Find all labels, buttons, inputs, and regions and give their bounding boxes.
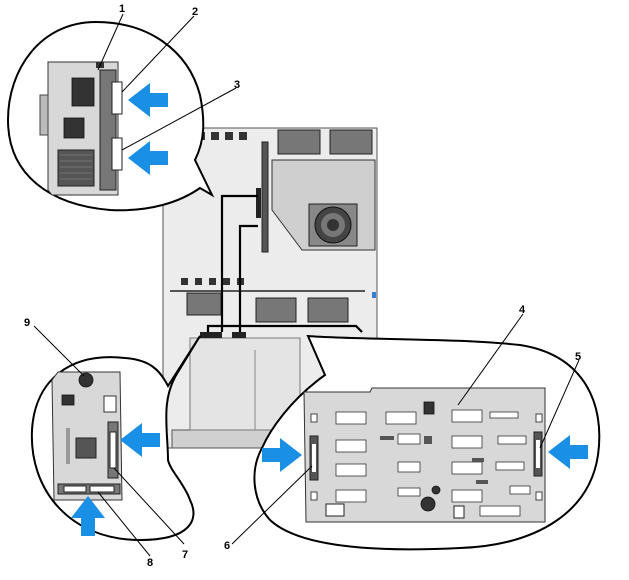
blue-arrow-icon [128, 83, 168, 117]
blue-arrow-icon [128, 141, 168, 175]
sas-daughter-card [51, 371, 123, 501]
drive-slot [489, 411, 519, 419]
drive-slot [451, 409, 483, 423]
sas-connector-b [111, 137, 123, 171]
sas-cables [200, 194, 363, 338]
drive-slot [335, 439, 367, 453]
drive-slot [397, 461, 421, 473]
drive-slot [397, 433, 421, 445]
callout-5: 5 [575, 351, 581, 363]
drive-slot [397, 487, 421, 497]
callout-7: 7 [182, 549, 188, 561]
drive-slot [497, 435, 527, 445]
blue-arrow-icon [548, 435, 588, 469]
sas-connector-bottom-a [63, 485, 87, 493]
backplane-bubble [253, 334, 601, 551]
callout-8: 8 [147, 557, 153, 569]
callout-3: 3 [234, 79, 240, 91]
drive-slot [451, 461, 483, 475]
drive-slot [335, 463, 367, 477]
callout-9: 9 [24, 317, 30, 329]
drive-slot [335, 489, 367, 503]
screw [78, 372, 94, 388]
callout-2: 2 [192, 6, 198, 18]
backplane-board [303, 387, 546, 523]
fan-row-top [197, 129, 373, 155]
heat-sink [271, 159, 376, 251]
sas-connector-bottom-b [89, 485, 115, 493]
drive-slot [495, 461, 525, 471]
drive-slot [385, 411, 417, 425]
callout-labels: 1 2 3 4 5 6 7 8 9 [24, 3, 581, 569]
drive-slot [509, 485, 531, 495]
blue-arrow-icon [71, 496, 105, 536]
fan-row-mid [170, 278, 365, 323]
power-connector [479, 505, 521, 517]
callout-leaders [33, 13, 580, 557]
screw [420, 496, 436, 512]
daughter-card-bubble [30, 335, 201, 542]
blue-arrow-icon [262, 438, 302, 472]
drive-slot [451, 435, 483, 449]
drive-slot [451, 489, 483, 503]
controller-card-bubble [6, 20, 215, 212]
integrated-raid-controller-card [39, 61, 123, 196]
blue-arrow-icon [120, 423, 160, 457]
callout-4: 4 [519, 304, 526, 316]
drive-slot [335, 411, 367, 425]
sas-connector-a [111, 81, 123, 115]
callout-6: 6 [224, 540, 230, 552]
callout-1: 1 [119, 3, 125, 15]
sas-connector-right [109, 431, 117, 469]
